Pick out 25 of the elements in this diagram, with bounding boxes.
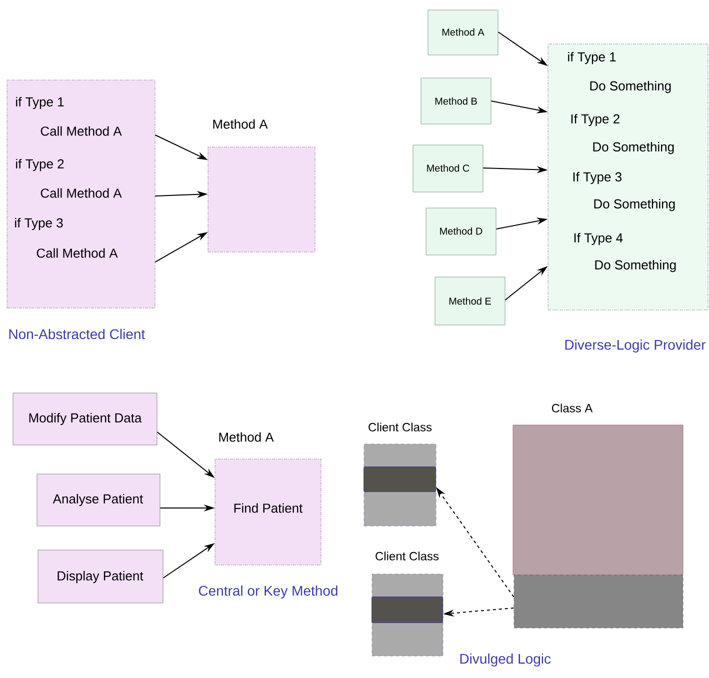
client-box: if Type 1 Call Method A if Type 2 Call Method A if Type 3 Call Method A [6,80,156,308]
method-box: Method C [412,144,484,192]
task-box: Modify Patient Data [12,392,158,446]
method-box: Method A Find Patient [214,432,322,566]
caption: Central or Key Method [198,585,338,599]
method-box: Method E [434,276,506,326]
task-box: Analyse Patient [36,474,160,526]
caption: Non-Abstracted Client [9,328,146,340]
caption: Divulged Logic [460,653,551,667]
node-label: Method A [213,119,268,129]
provider-box: if Type 1 Do Something If Type 2 Do Something If Type 3 Do Something If Type 4 Do Something [548,44,708,310]
node-label: Method A [219,432,274,442]
method-box: Method A [208,119,316,252]
logic-band [372,596,443,623]
method-box: Method A [428,10,498,56]
method-box: Method B [420,78,492,124]
task-box: Display Patient [38,550,164,604]
logic-band [514,574,684,628]
node-label: Client Class [376,552,439,560]
node-label: Client Class [368,422,432,432]
caption: Diverse-Logic Provider [565,339,706,353]
class-box: Class A [512,404,684,576]
logic-band [364,466,436,492]
method-box: Method D [426,208,496,256]
node-label: Class A [552,404,593,412]
